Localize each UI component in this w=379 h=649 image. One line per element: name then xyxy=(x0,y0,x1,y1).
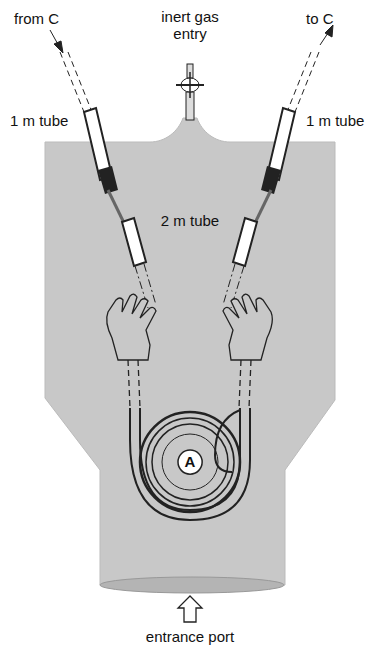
outer-tube-right xyxy=(254,52,319,225)
part-letter: A xyxy=(177,449,203,471)
port-label: entrance port xyxy=(146,628,234,645)
outer-tube-left xyxy=(60,52,125,225)
coil-rings xyxy=(140,412,240,512)
inner-tube-left xyxy=(122,218,156,308)
gas-entry-label: inert gas entry xyxy=(154,8,226,42)
entrance-arrow xyxy=(178,596,202,622)
flow-label: from C xyxy=(14,10,59,27)
flow-label: to C xyxy=(306,10,334,27)
gloved-hands xyxy=(107,294,273,360)
port-opening xyxy=(100,577,284,593)
coil-tubing xyxy=(128,360,251,520)
tube-length: 1 m tube xyxy=(10,112,68,129)
inner-tube-right xyxy=(223,218,257,308)
tube-length: 1 m tube xyxy=(306,112,364,129)
gas-valve xyxy=(176,64,204,120)
tube-length: 2 m tube xyxy=(161,212,219,229)
circle-node: A xyxy=(177,449,203,475)
glovebox-housing xyxy=(45,118,335,592)
